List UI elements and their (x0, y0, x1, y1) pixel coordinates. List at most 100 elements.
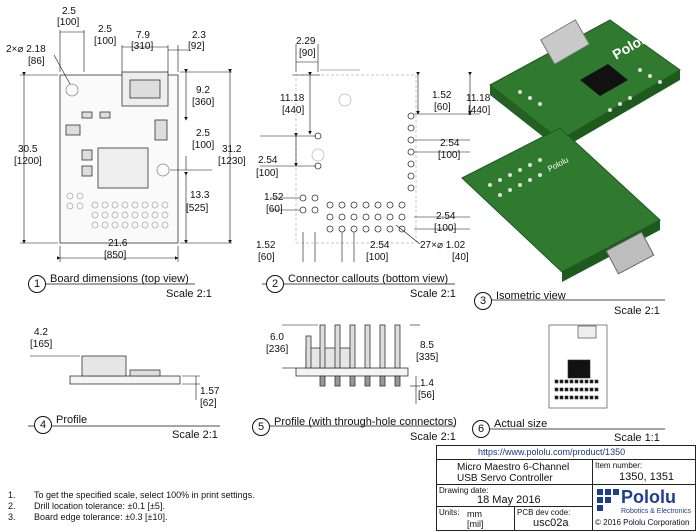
dim-1-52-top: 1.52 (432, 90, 452, 101)
drawing-date-value: 18 May 2016 (477, 494, 541, 506)
dim-2-29: 2.29 (296, 36, 316, 47)
connector-dimension-lines (260, 44, 480, 262)
copyright-text: © 2016 Pololu Corporation (595, 518, 690, 527)
note-3: 3.Board edge tolerance: ±0.3 [±10]. (8, 512, 168, 522)
item-number-value: 1350, 1351 (619, 471, 675, 483)
dim-2-54-a: 2.54 (440, 138, 460, 149)
dim-2-5-top2: 2.5 (98, 24, 112, 35)
view-3-scale: Scale 2:1 (614, 305, 660, 317)
dim-1230: [1230] (218, 156, 246, 167)
dim-850: [850] (104, 250, 127, 261)
product-url-link[interactable]: https://www.pololu.com/product/1350 (478, 447, 626, 457)
dim-360: [360] (192, 97, 215, 108)
dim-86: [86] (28, 56, 45, 67)
dim-2-54-bottom: 2.54 (370, 240, 390, 251)
isometric-board-top: Pololu (489, 19, 681, 150)
view-2-title: Connector callouts (bottom view) (288, 273, 449, 285)
dim-2-5-top: 2.5 (62, 6, 76, 17)
dim-92: [92] (188, 41, 205, 52)
note-2: 2.Drill location tolerance: ±0.1 [±5]. (8, 501, 165, 511)
view-separator-lines (28, 283, 665, 430)
dim-310: [310] (131, 41, 154, 52)
dim-27-holes: 27×⌀ 1.02 (420, 240, 466, 251)
view-4-title: Profile (56, 414, 88, 426)
pololu-logo-text: Pololu (621, 487, 676, 507)
dim-21-6: 21.6 (108, 238, 128, 249)
view-2-number: 2 (266, 275, 284, 293)
pololu-logo: Pololu Robotics & Electronics © 2016 Pol… (595, 487, 693, 529)
dim-100-right: [100] (192, 140, 215, 151)
dim-100-bottom: [100] (366, 252, 389, 263)
board-top-view (59, 71, 179, 244)
dim-2-5-right: 2.5 (196, 128, 210, 139)
title-block: Micro Maestro 6-Channel USB Servo Contro… (436, 445, 696, 531)
dim-165: [165] (30, 339, 53, 350)
view-6-title: Actual size (494, 418, 548, 430)
dim-335: [335] (416, 352, 439, 363)
pcb-code-value: usc02a (533, 517, 569, 529)
item-number-cell: Item number: 1350, 1351 (593, 459, 695, 485)
dim-9-2: 9.2 (196, 85, 210, 96)
view-6-number: 6 (472, 420, 490, 438)
dim-40: [40] (452, 252, 469, 263)
dim-90: [90] (299, 48, 316, 59)
dim-11-18-right: 11.18 (466, 93, 491, 104)
dim-100-left: [100] (256, 168, 279, 179)
dim-60-top: [60] (434, 102, 451, 113)
view-5-title: Profile (with through-hole connectors) (274, 416, 457, 428)
dim-62: [62] (200, 398, 217, 409)
view-5-scale: Scale 2:1 (410, 431, 456, 443)
product-name-cell: Micro Maestro 6-Channel USB Servo Contro… (437, 459, 593, 485)
dim-13-3: 13.3 (190, 190, 210, 201)
dim-56: [56] (418, 390, 435, 401)
dim-2-54-b: 2.54 (436, 211, 456, 222)
units-cell: Units: mm [mil] (437, 507, 515, 530)
dim-30-5: 30.5 (18, 144, 38, 155)
board-top-dimension-lines (20, 30, 232, 262)
units-label: Units: (439, 508, 460, 517)
dim-1-52-left: 1.52 (264, 192, 284, 203)
dim-hole-diameter: 2×⌀ 2.18 (6, 44, 46, 55)
dim-4-2: 4.2 (34, 327, 48, 338)
dim-7-9: 7.9 (136, 30, 150, 41)
dim-236: [236] (266, 344, 289, 355)
dim-60-left: [60] (266, 204, 283, 215)
dim-100-b: [100] (434, 223, 457, 234)
pololu-logo-icon (597, 489, 619, 511)
dim-31-2: 31.2 (222, 144, 242, 155)
dim-1-52-bottom: 1.52 (256, 240, 276, 251)
connector-bottom-view (295, 69, 417, 244)
profile-view (30, 355, 200, 400)
drawing-date-label: Drawing date: (439, 486, 489, 495)
view-2-scale: Scale 2:1 (410, 288, 456, 300)
view-5-number: 5 (252, 418, 270, 436)
drawing-date-cell: Drawing date: 18 May 2016 (437, 485, 593, 507)
profile-through-hole-view (282, 324, 420, 404)
dim-8-5: 8.5 (420, 340, 434, 351)
product-name: Micro Maestro 6-Channel USB Servo Contro… (457, 462, 570, 484)
dim-1-57: 1.57 (200, 386, 220, 397)
dim-2-54-left: 2.54 (258, 155, 278, 166)
pcb-code-cell: PCB dev code: usc02a (515, 507, 593, 530)
view-3-number: 3 (474, 292, 492, 310)
item-number-label: Item number: (595, 461, 643, 470)
dim-100-a: [100] (438, 150, 461, 161)
view-1-number: 1 (28, 275, 46, 293)
dim-100-top2: [100] (94, 36, 117, 47)
dim-440-left: [440] (282, 105, 305, 116)
pololu-logo-subtitle: Robotics & Electronics (621, 508, 692, 515)
actual-size-board (548, 324, 608, 409)
dim-60-bottom: [60] (258, 252, 275, 263)
units-value: mm [mil] (467, 509, 484, 529)
view-1-scale: Scale 2:1 (166, 288, 212, 300)
dim-525: [525] (186, 203, 209, 214)
dim-440-right: [440] (468, 105, 491, 116)
dim-1-4: 1.4 (420, 378, 434, 389)
dim-100-top: [100] (57, 17, 80, 28)
isometric-board-bottom (461, 127, 661, 282)
view-4-scale: Scale 2:1 (172, 429, 218, 441)
dim-6-0: 6.0 (270, 332, 284, 343)
dim-11-18-left: 11.18 (280, 93, 305, 104)
dim-1200: [1200] (14, 156, 42, 167)
